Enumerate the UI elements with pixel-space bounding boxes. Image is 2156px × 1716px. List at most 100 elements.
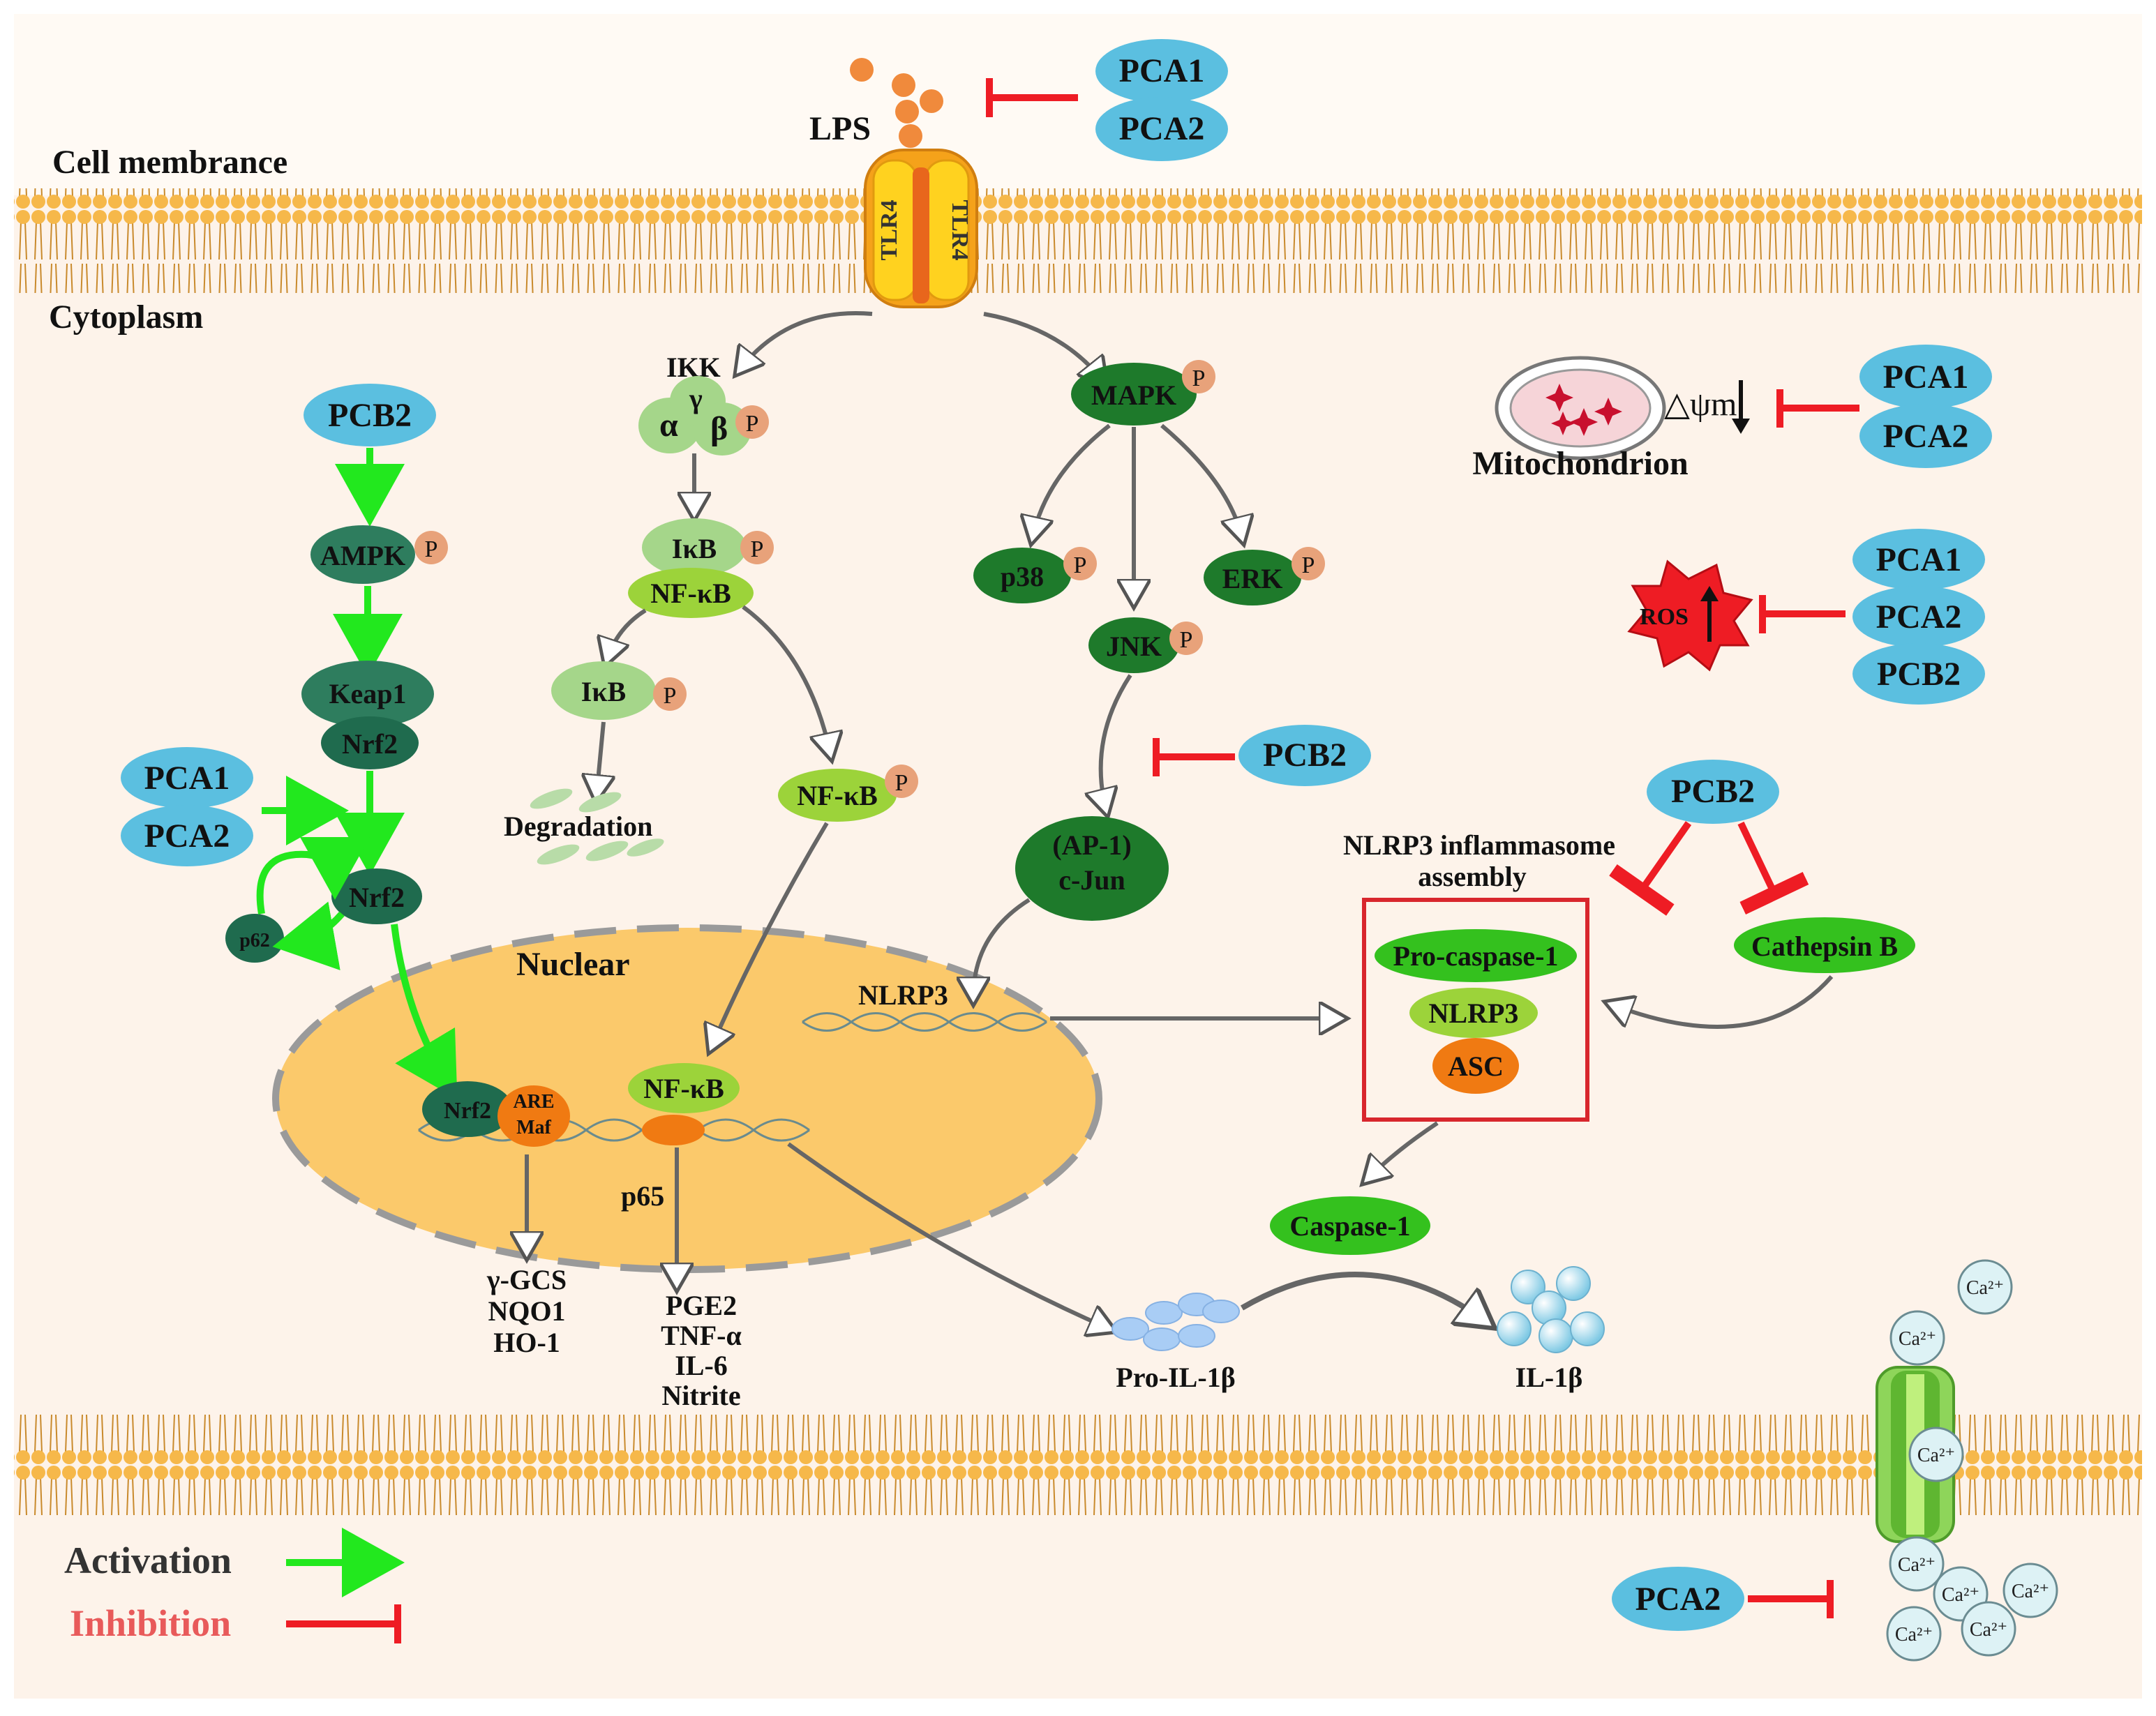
jnk-label: JNK xyxy=(1106,631,1162,662)
jnk-inhibition-bar xyxy=(1153,738,1160,776)
compound-pca1-ros xyxy=(1852,529,1985,590)
cathepsin-b-label: Cathepsin B xyxy=(1751,931,1898,962)
ikb-free-phospho xyxy=(653,677,687,711)
pro-il1b-cluster xyxy=(1111,1293,1240,1351)
erk-phospho-label: P xyxy=(1302,552,1315,578)
compound-pca1-mito xyxy=(1859,345,1992,409)
erk-protein xyxy=(1204,550,1301,605)
compound-pca2-ros-label: PCA2 xyxy=(1876,599,1962,635)
arrow-nrf2-to-nucleus xyxy=(391,924,458,1099)
nfkb-product-4: Nitrite xyxy=(661,1380,740,1411)
compound-pca2-mito xyxy=(1859,404,1992,468)
calcium-label-5: Ca²⁺ xyxy=(1942,1584,1979,1606)
nrf2-product-3: HO-1 xyxy=(493,1327,560,1358)
calcium-label-6: Ca²⁺ xyxy=(2012,1581,2049,1602)
calcium-ions xyxy=(1886,1259,2058,1662)
ampk-phospho-label: P xyxy=(425,536,438,562)
p38-phospho-label: P xyxy=(1074,552,1087,578)
ros-arrowhead xyxy=(1700,586,1719,601)
ikk-phospho xyxy=(735,405,769,439)
caspase-1-label: Caspase-1 xyxy=(1289,1210,1410,1242)
compound-pca1-ros-label: PCA1 xyxy=(1876,541,1962,578)
mapk-phospho xyxy=(1182,360,1215,393)
compound-pcb2-inflammasome-label: PCB2 xyxy=(1671,773,1755,810)
p38-protein xyxy=(973,548,1071,603)
cell-membrane-label: Cell membrance xyxy=(52,144,287,181)
ap1-label: (AP-1) xyxy=(1052,829,1131,861)
compound-pca1-nrf2 xyxy=(121,747,253,808)
compound-pca2-lps-label: PCA2 xyxy=(1119,110,1205,147)
membrane-bottom xyxy=(14,1413,2142,1517)
mitochondrion-inner xyxy=(1509,368,1652,448)
mito-inhibition-bar xyxy=(1776,389,1783,428)
nrf2-product-1: γ-GCS xyxy=(486,1264,567,1295)
ikb-free xyxy=(551,661,656,720)
compound-pcb2-ros-label: PCB2 xyxy=(1877,656,1961,693)
ikb-bound-phospho xyxy=(740,531,774,564)
are-maf-complex xyxy=(497,1085,570,1147)
compound-pcb2-ampk-label: PCB2 xyxy=(328,397,412,434)
compound-pca2-nrf2 xyxy=(121,805,253,866)
ampk-phospho xyxy=(414,531,448,564)
nfkb-product-2: TNF-α xyxy=(661,1320,742,1351)
jnk-protein xyxy=(1088,617,1179,673)
ampk-label: AMPK xyxy=(320,540,405,571)
nfkb-nuclear xyxy=(628,1063,740,1113)
jnk-phospho xyxy=(1169,622,1203,655)
nlrp3-protein-label: NLRP3 xyxy=(1429,998,1519,1029)
ros-burst xyxy=(1627,559,1753,672)
nlrp3-protein xyxy=(1409,988,1538,1038)
ikb-bound-label: IκB xyxy=(672,533,717,564)
legend-inhibition-label: Inhibition xyxy=(70,1602,231,1644)
il1b-label: IL-1β xyxy=(1515,1362,1583,1393)
compound-pcb2-jnk xyxy=(1238,725,1371,786)
ikk-alpha-label: α xyxy=(659,407,678,444)
nfkb-free xyxy=(778,769,897,822)
erk-phospho xyxy=(1292,547,1325,580)
tlr4-label-left: TLR4 xyxy=(876,200,902,261)
calcium-label-1: Ca²⁺ xyxy=(1966,1277,2004,1299)
inflammasome-box xyxy=(1362,898,1589,1122)
p62-label: p62 xyxy=(239,930,270,951)
arrow-to-free-nfkb xyxy=(742,605,830,753)
compound-pca2-mito-label: PCA2 xyxy=(1883,418,1969,455)
nrf2-bound-label: Nrf2 xyxy=(342,728,398,760)
arrow-inflammasome-to-caspase xyxy=(1368,1121,1439,1179)
arrow-tlr4-to-ikk xyxy=(740,311,873,370)
inflammasome-title-line2: assembly xyxy=(1418,861,1527,892)
mapk-label: MAPK xyxy=(1091,379,1176,411)
nrf2-free-label: Nrf2 xyxy=(349,882,405,913)
nrf2-product-2: NQO1 xyxy=(488,1295,565,1327)
degradation-fragments xyxy=(530,788,664,865)
nlrp3-gene-label: NLRP3 xyxy=(858,979,948,1011)
compound-pcb2-ros xyxy=(1852,643,1985,705)
tlr4-receptor xyxy=(864,149,978,308)
arrow-nrf2-to-p62 xyxy=(272,901,345,970)
mitochondrion-label: Mitochondrion xyxy=(1472,445,1688,482)
pro-caspase-1 xyxy=(1375,929,1577,982)
il1b-cluster xyxy=(1497,1266,1605,1353)
nfkb-free-phospho xyxy=(885,765,918,798)
mito-potential-arrowhead xyxy=(1732,419,1750,434)
calcium-label-7: Ca²⁺ xyxy=(1895,1624,1933,1646)
arrow-to-free-ikb xyxy=(607,608,647,659)
compound-pcb2-inflammasome xyxy=(1647,760,1779,824)
calcium-label-8: Ca²⁺ xyxy=(1970,1619,2007,1641)
maf-label: Maf xyxy=(516,1117,551,1138)
asc-protein xyxy=(1432,1038,1519,1094)
ikb-bound-phospho-label: P xyxy=(751,536,764,562)
compound-pca2-calcium-label: PCA2 xyxy=(1635,1581,1721,1618)
tlr4-label-right: TLR4 xyxy=(947,200,973,261)
calcium-label-3: Ca²⁺ xyxy=(1917,1445,1955,1466)
nrf2-nuclear-label: Nrf2 xyxy=(444,1098,491,1124)
pcb2-inhibits-assembly xyxy=(1609,821,1692,916)
lps-label: LPS xyxy=(809,110,871,147)
erk-label: ERK xyxy=(1222,563,1283,594)
arrow-jnk-to-ap1 xyxy=(1101,674,1132,809)
arrow-ap1-to-nlrp3-gene xyxy=(973,898,1031,998)
compound-pca1-nrf2-label: PCA1 xyxy=(144,760,230,797)
dna-strand-nlrp3 xyxy=(802,1012,1047,1032)
nfkb-bound xyxy=(628,568,754,618)
